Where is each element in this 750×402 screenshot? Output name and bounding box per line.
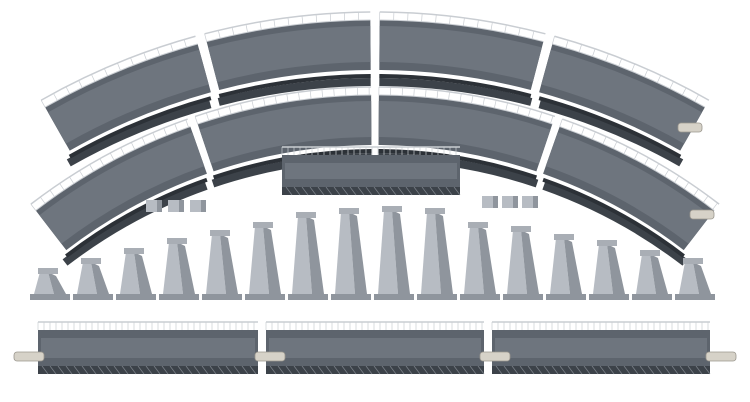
- pier-15: [632, 250, 672, 300]
- track-connector: [13, 351, 45, 362]
- pier-14: [589, 240, 629, 300]
- small-block-6: [522, 196, 538, 208]
- pier-11: [460, 222, 500, 300]
- pier-3: [116, 248, 156, 300]
- curved-outer-piece-3: [379, 11, 546, 106]
- pier-10: [417, 208, 457, 300]
- small-block-3: [190, 200, 206, 212]
- small-block-2: [168, 200, 184, 212]
- track-connector: [705, 351, 737, 362]
- pier-4: [159, 238, 199, 300]
- straight-long-piece-3: [491, 321, 711, 375]
- pier-9: [374, 206, 414, 300]
- curved-inner-piece-2: [194, 86, 372, 188]
- pier-6: [245, 222, 285, 300]
- pier-1: [30, 268, 70, 300]
- pier-2: [73, 258, 113, 300]
- small-block-5: [502, 196, 518, 208]
- pier-7: [288, 212, 328, 300]
- small-block-4: [482, 196, 498, 208]
- curved-inner-piece-4: [542, 118, 720, 266]
- straight-long-piece-1: [37, 321, 258, 375]
- track-connector: [479, 351, 511, 362]
- curved-outer-piece-2: [204, 11, 371, 106]
- pier-5: [202, 230, 242, 300]
- pier-8: [331, 208, 371, 300]
- pier-12: [503, 226, 543, 300]
- curved-outer-piece-1: [40, 35, 212, 167]
- straight-long-piece-2: [265, 321, 485, 375]
- pier-16: [675, 258, 715, 300]
- curved-outer-piece-4: [538, 35, 710, 167]
- track-connector: [254, 351, 286, 362]
- track-connector: [677, 122, 703, 133]
- pier-13: [546, 234, 586, 300]
- small-block-1: [146, 200, 162, 212]
- straight-short-piece: [281, 146, 461, 196]
- track-connector: [689, 209, 715, 220]
